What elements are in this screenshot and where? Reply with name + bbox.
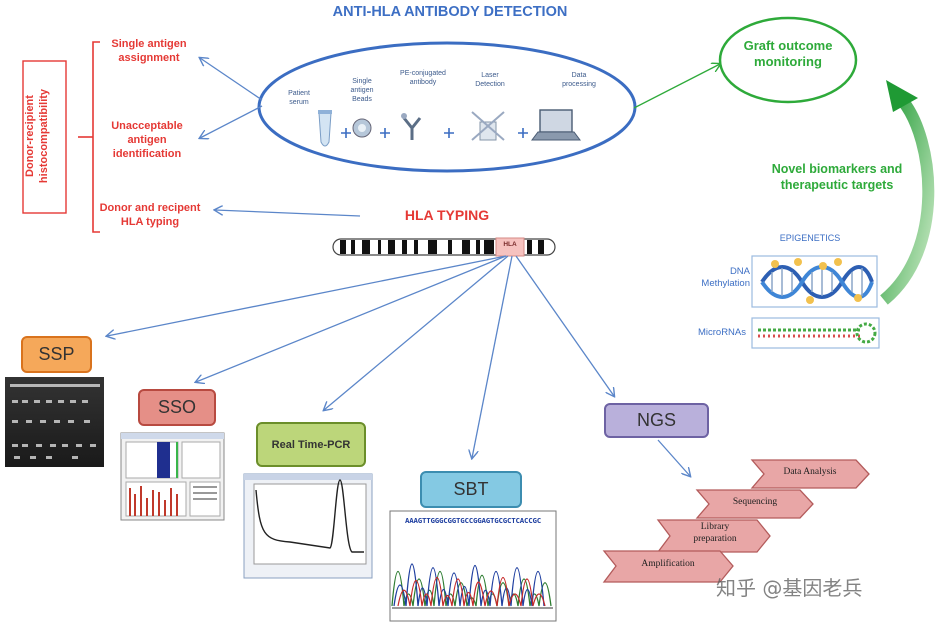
data-processing-label: Data processing bbox=[562, 72, 596, 88]
hla-typing-label: HLA TYPING bbox=[404, 207, 490, 223]
beads-icon bbox=[352, 118, 372, 138]
red-bracket bbox=[78, 41, 100, 233]
sso-box: SSO bbox=[138, 389, 216, 426]
rtpcr-box: Real Time-PCR bbox=[256, 422, 366, 467]
hla-band-label: HLA bbox=[503, 241, 517, 248]
plus-signs bbox=[341, 128, 528, 138]
ngs-chevrons bbox=[602, 459, 870, 583]
unacceptable-antigen-label: Unacceptable antigen identification bbox=[111, 120, 183, 160]
pe-antibody-label: PE-conjugated antibody bbox=[400, 70, 446, 86]
sso-label: SSO bbox=[157, 397, 196, 417]
dna-helix-icon bbox=[760, 258, 874, 304]
laptop-icon bbox=[531, 109, 581, 141]
sbt-box: SBT bbox=[420, 471, 522, 508]
sbt-label: SBT bbox=[453, 479, 489, 499]
micrornas-label: MicroRNAs bbox=[697, 327, 746, 338]
ssp-box: SSP bbox=[21, 336, 92, 373]
tube-icon bbox=[318, 110, 332, 147]
ngs-data-analysis-label: Data Analysis bbox=[783, 467, 837, 477]
single-antigen-label: Single antigen assignment bbox=[111, 38, 187, 64]
microrna-panel bbox=[751, 317, 880, 349]
donor-typing-label: Donor and recipent HLA typing bbox=[99, 202, 201, 228]
ssp-label: SSP bbox=[38, 344, 75, 364]
donor-recipient-box bbox=[22, 60, 67, 214]
donor-recipient-text: Donor-recipient histocompatibility bbox=[24, 88, 50, 184]
sbt-sequence: AAAGTTGGGCGGTGCCGGAGTGCGCTCACCGC bbox=[405, 516, 541, 525]
graft-label: Graft outcome monitoring bbox=[743, 38, 833, 70]
watermark: 知乎 @基因老兵 bbox=[716, 576, 863, 600]
green-curve-arrow bbox=[880, 80, 935, 305]
graft-oval bbox=[718, 16, 858, 104]
ngs-amplification-label: Amplification bbox=[641, 559, 695, 569]
dna-methylation-label: DNA Methylation bbox=[701, 266, 750, 289]
ssp-gel-image bbox=[5, 377, 104, 467]
donor-recipient-label: Donor-recipient histocompatibility bbox=[24, 61, 64, 211]
ngs-label: NGS bbox=[636, 410, 676, 430]
rtpcr-plot-image bbox=[243, 473, 373, 579]
laser-label: Laser Detection bbox=[475, 72, 505, 88]
antibody-icon bbox=[401, 113, 422, 140]
microrna-hairpin-icon bbox=[758, 322, 877, 344]
hla-arrows bbox=[107, 255, 690, 476]
patient-serum-label: Patient serum bbox=[288, 90, 310, 106]
sso-software-image bbox=[120, 432, 225, 521]
laser-icon bbox=[471, 111, 505, 141]
ellipse-arrows bbox=[200, 58, 361, 217]
ngs-sequencing-label: Sequencing bbox=[732, 497, 778, 507]
ngs-library-label: Library preparation bbox=[693, 522, 737, 544]
sbt-chromatogram-image bbox=[389, 510, 557, 622]
epigenetics-label: EPIGENETICS bbox=[779, 233, 841, 243]
novel-biomarkers-label: Novel biomarkers and therapeutic targets bbox=[771, 162, 903, 192]
beads-label: Single antigen Beads bbox=[350, 78, 374, 103]
chromosome bbox=[332, 237, 556, 257]
ngs-box: NGS bbox=[604, 403, 709, 438]
graft-arrow bbox=[633, 64, 720, 109]
page-title: ANTI-HLA ANTIBODY DETECTION bbox=[332, 4, 568, 20]
rtpcr-label: Real Time-PCR bbox=[271, 438, 351, 451]
